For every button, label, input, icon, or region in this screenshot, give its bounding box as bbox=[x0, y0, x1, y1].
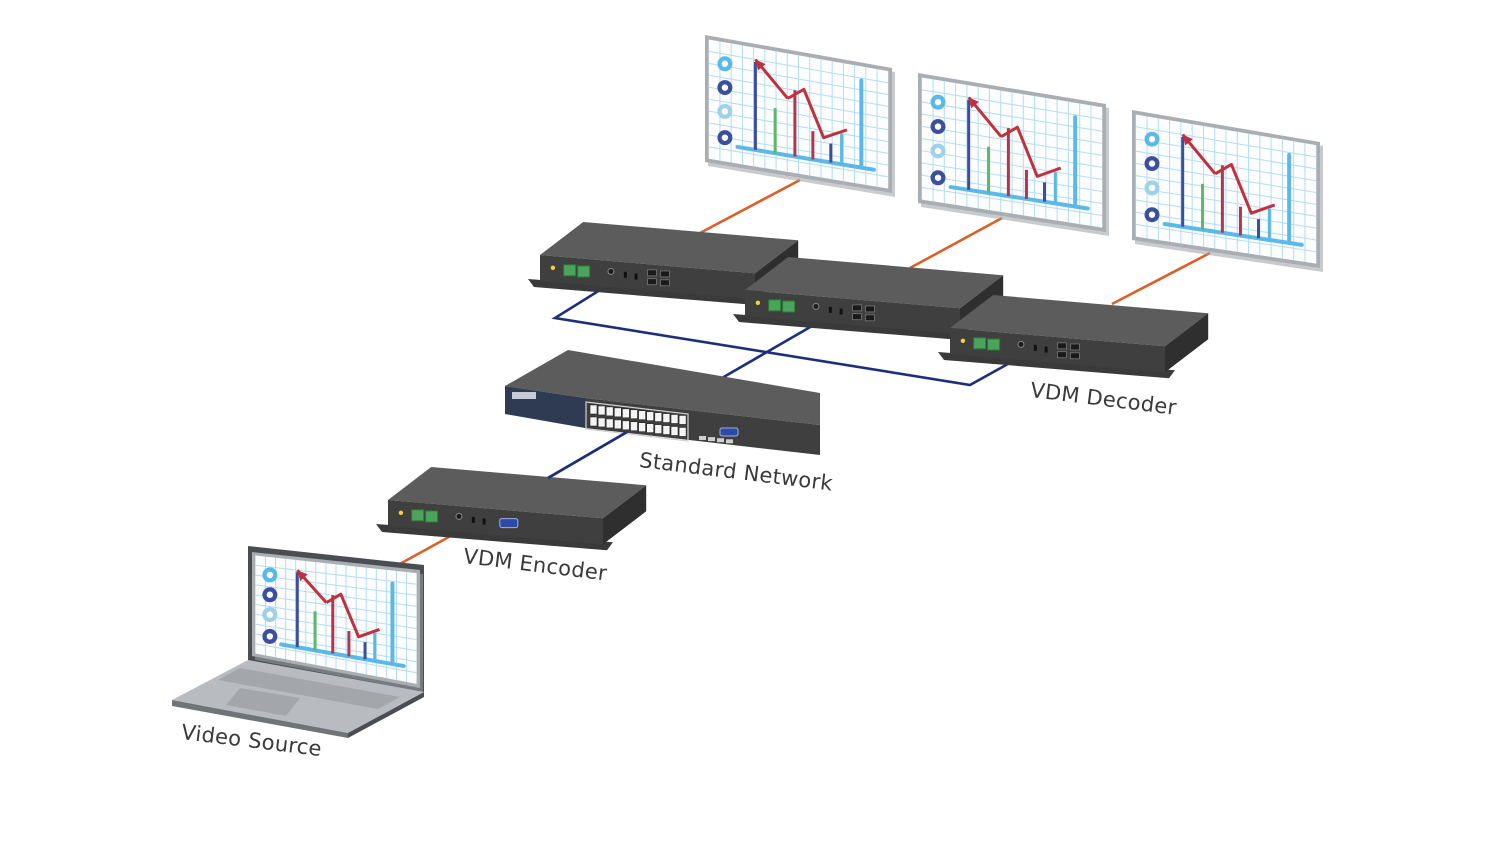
vga-port-icon bbox=[499, 518, 519, 529]
rj45-port-icon bbox=[660, 270, 670, 278]
hdmi-cable bbox=[909, 216, 1003, 270]
box-front bbox=[950, 328, 1165, 373]
rj45-port-icon bbox=[1070, 343, 1080, 351]
vdm-encoder bbox=[376, 467, 647, 551]
network-cable bbox=[721, 324, 813, 380]
laptop-screen bbox=[252, 552, 423, 692]
terminal-block-icon bbox=[973, 337, 987, 350]
terminal-block-icon bbox=[411, 509, 425, 522]
box-front bbox=[540, 255, 755, 300]
led-icon bbox=[550, 265, 556, 270]
box-front bbox=[745, 290, 960, 335]
rj45-port-icon bbox=[1070, 352, 1080, 360]
terminal-block-icon bbox=[563, 264, 577, 277]
rj45-port-icon bbox=[852, 304, 862, 312]
led-icon bbox=[755, 300, 761, 305]
display-2 bbox=[918, 73, 1109, 236]
switch-brand-icon bbox=[512, 392, 536, 399]
display-1 bbox=[705, 35, 895, 197]
vdm-decoder-1 bbox=[528, 222, 799, 306]
terminal-block-icon bbox=[768, 299, 782, 312]
rj45-port-icon bbox=[1057, 351, 1067, 359]
rj45-port-icon bbox=[647, 278, 657, 286]
network-cable bbox=[547, 430, 628, 480]
rj45-port-icon bbox=[647, 269, 657, 277]
hdmi-cable bbox=[397, 531, 457, 567]
rj45-port-icon bbox=[660, 279, 670, 287]
rj45-port-icon bbox=[1057, 342, 1067, 350]
rj45-port-icon bbox=[865, 314, 875, 322]
box-front bbox=[388, 500, 603, 545]
box-top bbox=[950, 295, 1209, 347]
terminal-block-icon bbox=[425, 510, 439, 523]
box-top bbox=[388, 467, 647, 519]
terminal-block-icon bbox=[782, 300, 796, 313]
led-icon bbox=[398, 510, 404, 515]
terminal-block-icon bbox=[987, 338, 1001, 351]
rj45-port-icon bbox=[852, 313, 862, 321]
led-icon bbox=[960, 338, 966, 343]
box-top bbox=[540, 222, 799, 274]
hdmi-cable bbox=[1111, 251, 1211, 306]
display-3 bbox=[1132, 110, 1323, 272]
network-cable bbox=[551, 288, 1016, 387]
switch-ports bbox=[589, 404, 687, 437]
network-switch bbox=[505, 350, 820, 455]
vdm-decoder-3 bbox=[938, 295, 1209, 379]
terminal-block-icon bbox=[577, 265, 591, 278]
hdmi-cable bbox=[699, 178, 801, 235]
box-top bbox=[745, 257, 1004, 309]
rj45-port-icon bbox=[865, 305, 875, 313]
